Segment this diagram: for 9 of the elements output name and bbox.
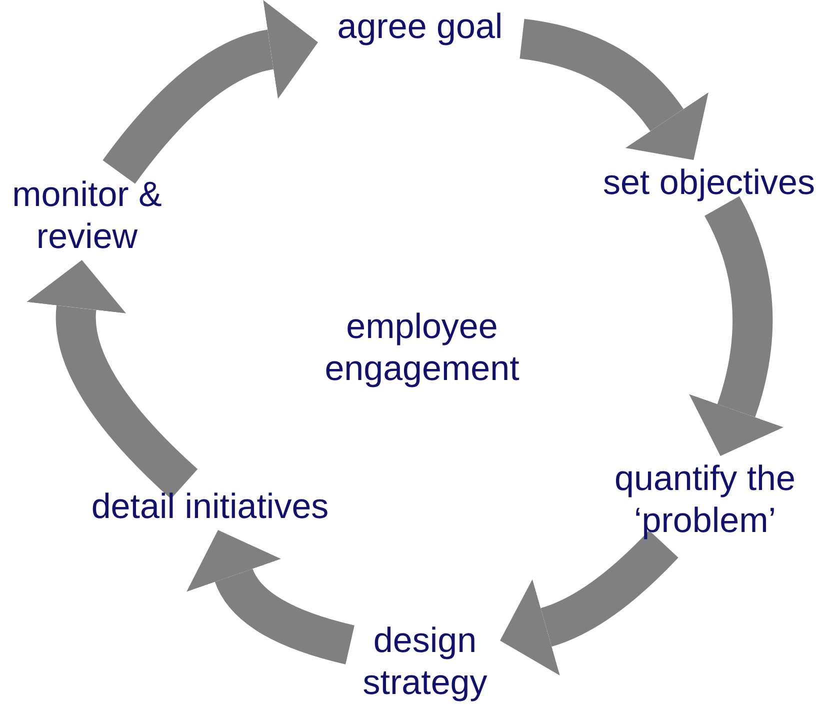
step-label: detail initiatives bbox=[62, 484, 358, 530]
curved-arrow bbox=[26, 260, 198, 499]
curved-arrow bbox=[102, 0, 318, 184]
step-label: design strategy bbox=[350, 618, 500, 706]
step-label: quantify the ‘problem’ bbox=[592, 456, 818, 544]
step-label: set objectives bbox=[582, 160, 836, 206]
center-label: employee engagement bbox=[324, 306, 520, 390]
step-label: agree goal bbox=[318, 4, 522, 50]
step-label: monitor & review bbox=[2, 172, 172, 260]
